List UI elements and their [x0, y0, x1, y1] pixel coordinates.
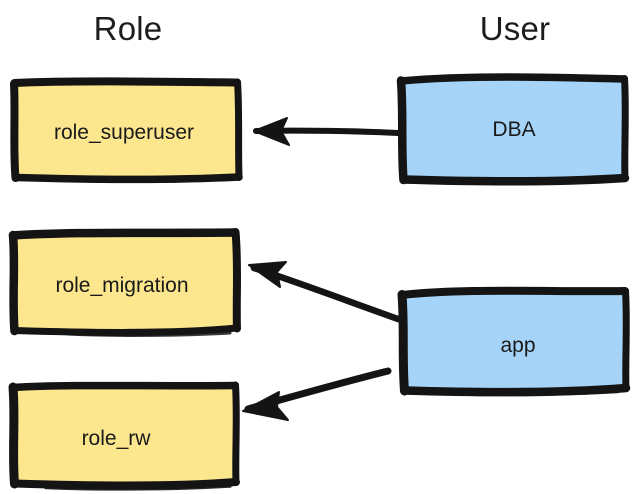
column-header-role: Role	[93, 10, 163, 47]
node-role-rw[interactable]: role_rw	[6, 380, 240, 492]
node-role-superuser-shape	[10, 77, 243, 184]
node-role-migration-shape	[8, 228, 242, 337]
edge-dba-to-role-superuser	[253, 117, 401, 146]
edge-app-to-role-migration	[248, 261, 402, 323]
node-role-rw-shape	[8, 381, 240, 491]
node-app[interactable]: app	[396, 286, 631, 397]
edge-app-to-role-rw	[242, 367, 392, 421]
node-dba[interactable]: DBA	[396, 72, 630, 186]
node-role-superuser[interactable]: role_superuser	[10, 76, 243, 184]
column-header-user: User	[479, 10, 551, 47]
node-app-shape	[397, 286, 631, 397]
node-role-migration[interactable]: role_migration	[8, 228, 242, 337]
node-dba-shape	[396, 73, 630, 186]
